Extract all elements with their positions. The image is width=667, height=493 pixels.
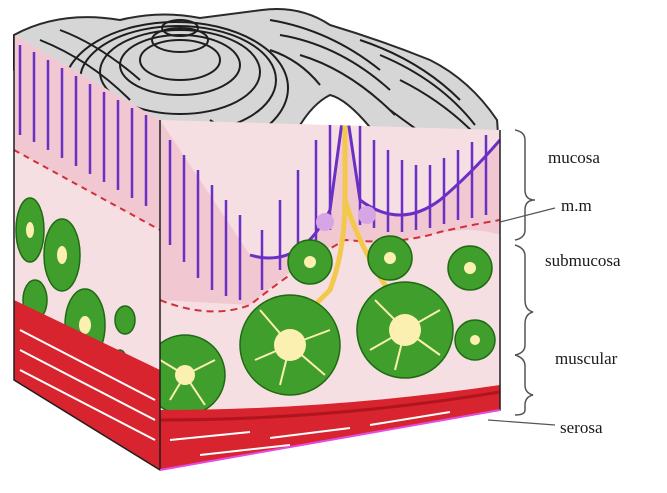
mm-pointer bbox=[500, 208, 555, 222]
label-serosa: serosa bbox=[560, 418, 602, 438]
front-face bbox=[145, 100, 510, 480]
layer-braces bbox=[515, 130, 535, 415]
label-muscular: muscular bbox=[555, 349, 617, 369]
label-mucosa: mucosa bbox=[548, 148, 600, 168]
label-submucosa: submucosa bbox=[545, 251, 621, 271]
label-muscularis-mucosae: m.m bbox=[561, 196, 592, 216]
serosa-pointer bbox=[488, 420, 555, 425]
